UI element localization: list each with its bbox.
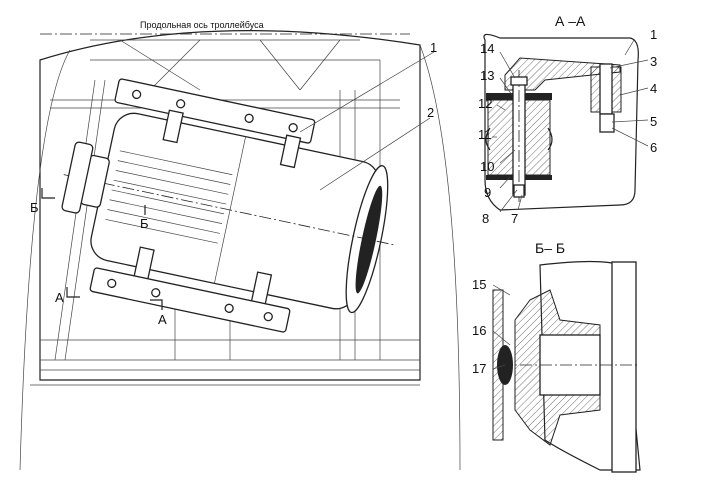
callout-1-aa: 1 [650,27,657,42]
callout-16: 16 [472,323,486,338]
callout-15: 15 [472,277,486,292]
callout-6: 6 [650,140,657,155]
section-b-b: Б– Б 15 16 17 [472,240,641,473]
section-mark-a-left: А [55,290,64,305]
callout-14: 14 [480,41,494,56]
section-aa-title: А –А [555,13,586,29]
callout-11: 11 [478,127,492,142]
axis-label: Продольная ось троллейбуса [140,20,264,30]
callout-7: 7 [511,211,518,226]
callout-10: 10 [480,159,494,174]
callout-9: 9 [484,185,491,200]
callout-4: 4 [650,81,657,96]
callout-8: 8 [482,211,489,226]
section-bb-title: Б– Б [535,240,565,256]
callout-3: 3 [650,54,657,69]
section-mark-b-motor: Б [140,216,149,231]
callout-2: 2 [427,105,434,120]
lower-mounting-bracket [89,267,291,333]
section-a-a: А –А 14 13 12 11 10 9 8 7 1 3 4 5 6 [478,13,657,226]
upper-mounting-bracket [114,78,316,144]
section-mark-b-left: Б [30,200,39,215]
electric-motor [61,109,397,314]
main-view: Продольная ось троллейбуса [19,20,461,471]
callout-17: 17 [472,361,486,376]
callout-13: 13 [480,68,494,83]
callout-12: 12 [478,96,492,111]
frame-outline [39,30,421,381]
callout-1: 1 [430,40,437,55]
section-mark-a-right: А [158,312,167,327]
callout-5: 5 [650,114,657,129]
